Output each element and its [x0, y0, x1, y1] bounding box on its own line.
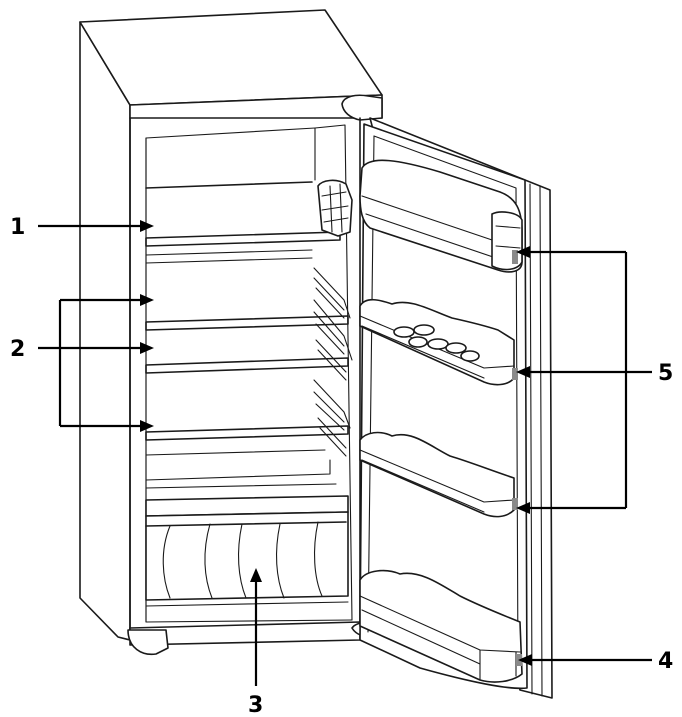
callout-3: 3: [248, 693, 263, 717]
callout-2: 2: [10, 337, 25, 362]
shelf-supports: [313, 267, 353, 457]
cabinet-top: [79, 9, 383, 106]
arrowhead-5a: [516, 246, 530, 258]
door-bin-2: [359, 431, 515, 518]
shelf-2: [145, 315, 349, 331]
crisper-drawer: [145, 511, 349, 607]
callouts: 1 2 3 4 5: [10, 215, 673, 717]
callout-1: 1: [10, 215, 25, 240]
shelf-3: [145, 357, 349, 374]
shelf-1: [145, 181, 341, 247]
cabinet-side-panel: [79, 21, 131, 641]
door: [359, 117, 553, 699]
shelves: [145, 181, 349, 517]
arrowhead-2a: [140, 294, 154, 306]
arrowhead-3: [250, 568, 262, 582]
arrowhead-1: [140, 220, 154, 232]
callout-4: 4: [658, 649, 673, 674]
top-hinge: [341, 94, 383, 121]
shelf-4: [145, 425, 349, 441]
arrowhead-2c: [140, 420, 154, 432]
arrowhead-2b: [140, 342, 154, 354]
cabinet-foot: [127, 629, 169, 656]
arrowhead-4: [518, 654, 532, 666]
arrowhead-5b: [516, 366, 530, 378]
callout-5: 5: [658, 361, 673, 386]
door-bin-bottle: [359, 569, 523, 683]
dairy-compartment: [317, 179, 353, 237]
arrowhead-5c: [516, 502, 530, 514]
